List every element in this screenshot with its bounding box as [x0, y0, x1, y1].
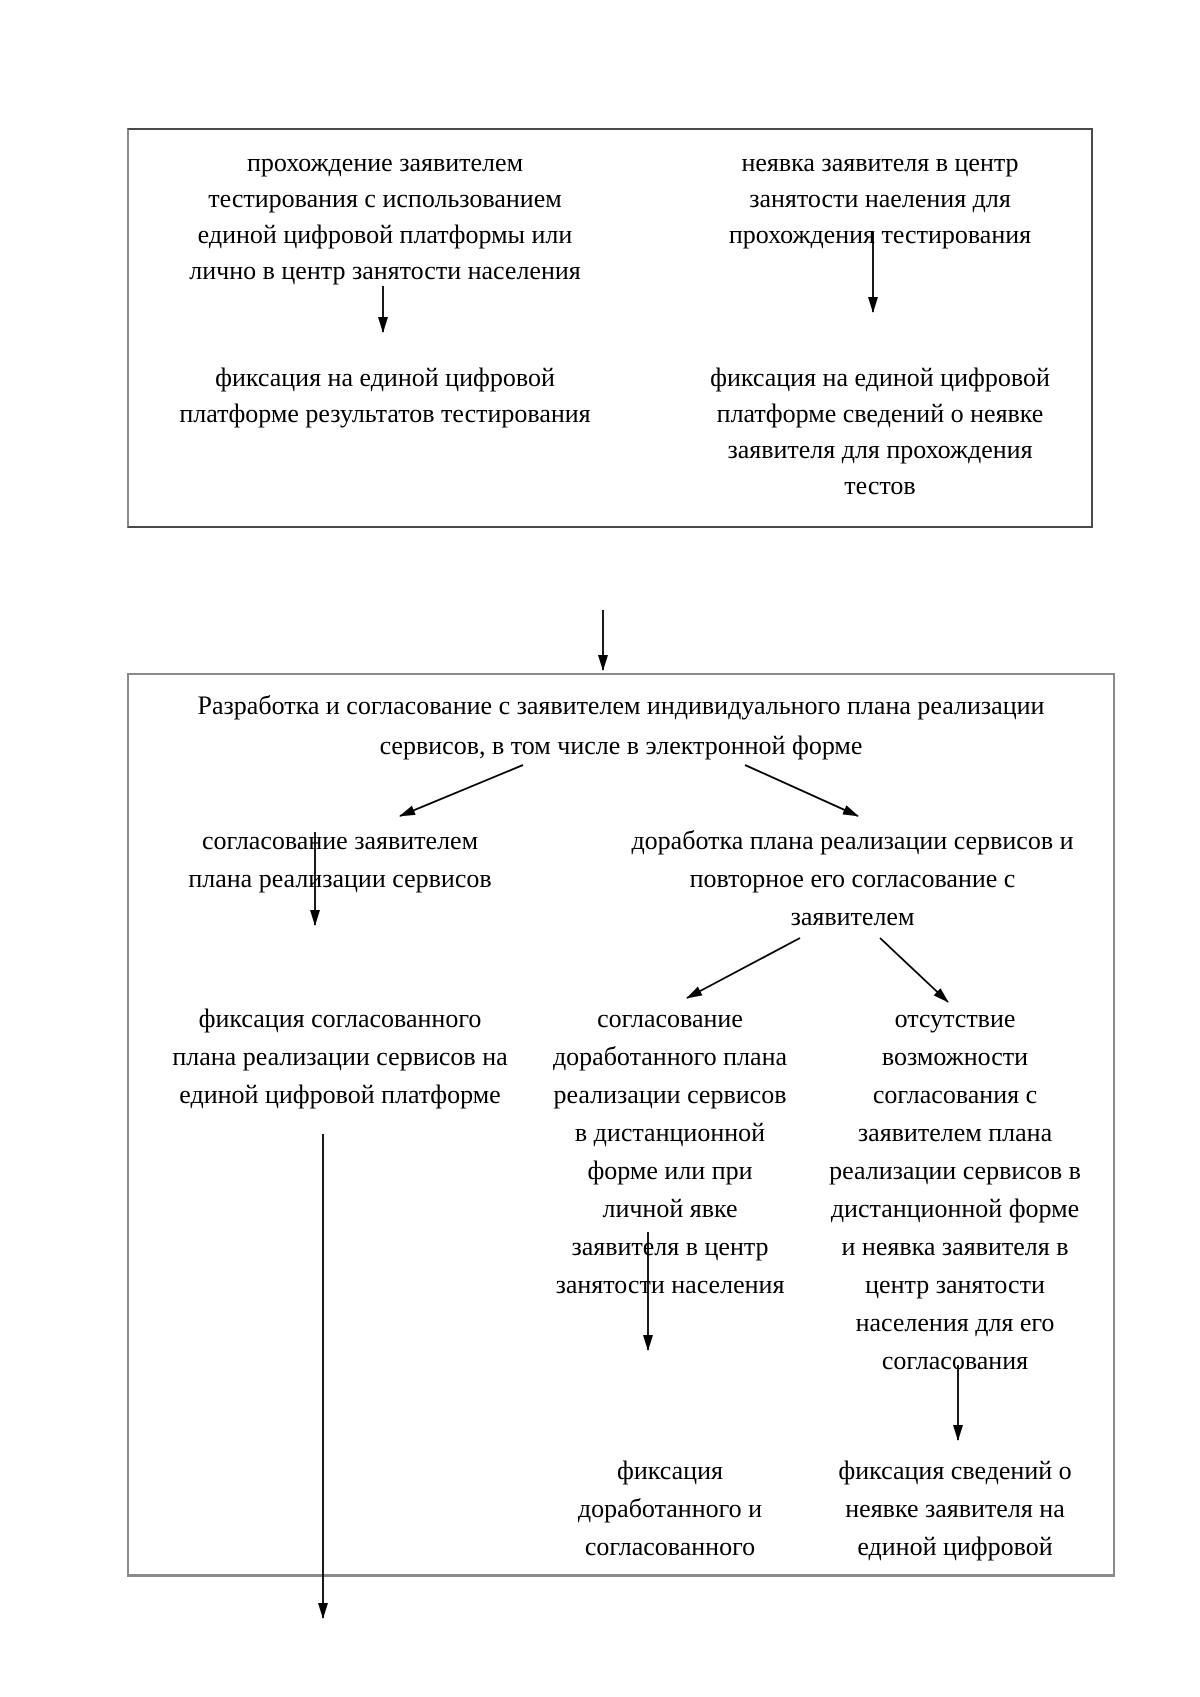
text-line: реализации сервисов: [553, 1080, 787, 1109]
stage-box-plan-development: [127, 673, 1115, 1577]
box1-left-bottom-text: фиксация на единой цифровой платформе рез…: [145, 360, 625, 432]
text-line: центр занятости: [865, 1270, 1045, 1299]
text-line: возможности: [881, 1042, 1029, 1071]
text-line: личной явке: [602, 1194, 738, 1223]
text-line: единой цифровой платформе: [179, 1080, 501, 1109]
text-line: согласование: [597, 1004, 743, 1033]
stage-box-testing: [127, 128, 1093, 528]
text-line: согласования: [881, 1346, 1029, 1375]
text-line: заявителем плана: [857, 1118, 1053, 1147]
text-line: фиксация согласованного: [198, 1004, 482, 1033]
text-line: населения для его: [855, 1308, 1055, 1337]
text-line: прохождение заявителем: [246, 148, 524, 177]
text-line: доработанного и: [577, 1494, 763, 1523]
box1-right-bottom-text: фиксация на единой цифровой платформе све…: [655, 360, 1105, 504]
text-line: согласования с: [872, 1080, 1038, 1109]
box2-row4-col2-text: фиксация доработанного и согласованного: [540, 1452, 800, 1566]
text-line: в дистанционной: [574, 1118, 766, 1147]
text-line: занятости населения: [555, 1270, 785, 1299]
text-line: занятости наеления для: [749, 184, 1011, 213]
box1-right-top-text: неявка заявителя в центр занятости наелен…: [655, 145, 1105, 253]
text-line: реализации сервисов в: [829, 1156, 1081, 1185]
text-line: неявке заявителя на: [845, 1494, 1065, 1523]
text-line: тестов: [844, 471, 916, 500]
box2-row3-col3-text: отсутствие возможности согласования с заяви…: [815, 1000, 1095, 1380]
text-line: единой цифровой: [857, 1532, 1053, 1561]
box2-row2-col1-text: согласование заявителем плана реализации …: [180, 822, 500, 898]
box2-row3-col1-text: фиксация согласованного плана реализации …: [155, 1000, 525, 1114]
text-line: плана реализации сервисов на: [172, 1042, 508, 1071]
text-line: фиксация сведений о: [838, 1456, 1072, 1485]
text-line: фиксация на единой цифровой: [215, 363, 555, 392]
text-line: лично в центр занятости населения: [189, 256, 581, 285]
text-line: заявителя для прохождения: [727, 435, 1033, 464]
box2-row2-col2-text: доработка плана реализации сервисов и пов…: [610, 822, 1095, 936]
text-line: согласование заявителем: [201, 826, 479, 855]
text-line: согласованного: [584, 1532, 756, 1561]
text-line: повторное его согласование с: [689, 864, 1016, 893]
text-line: фиксация: [617, 1456, 723, 1485]
text-line: Разработка и согласование с заявителем и…: [197, 691, 1045, 720]
text-line: прохождения тестирования: [728, 220, 1032, 249]
text-line: отсутствие: [894, 1004, 1016, 1033]
text-line: заявителя в центр: [571, 1232, 769, 1261]
text-line: неявка заявителя в центр: [741, 148, 1019, 177]
text-line: форме или при: [587, 1156, 753, 1185]
text-line: плана реализации сервисов: [188, 864, 492, 893]
box1-left-top-text: прохождение заявителем тестирования с исп…: [145, 145, 625, 289]
text-line: и неявка заявителя в: [841, 1232, 1069, 1261]
text-line: платформе сведений о неявке: [716, 399, 1044, 428]
text-line: фиксация на единой цифровой: [710, 363, 1050, 392]
text-line: сервисов, в том числе в электронной форм…: [379, 731, 863, 760]
text-line: заявителем: [790, 902, 915, 931]
text-line: дистанционной форме: [830, 1194, 1080, 1223]
text-line: доработанного плана: [552, 1042, 788, 1071]
box2-title-text: Разработка и согласование с заявителем и…: [132, 686, 1110, 766]
text-line: тестирования с использованием: [208, 184, 562, 213]
box2-row3-col2-text: согласование доработанного плана реализаци…: [540, 1000, 800, 1304]
text-line: единой цифровой платформы или: [197, 220, 573, 249]
box2-row4-col3-text: фиксация сведений о неявке заявителя на ед…: [815, 1452, 1095, 1566]
text-line: платформе результатов тестирования: [179, 399, 591, 428]
text-line: доработка плана реализации сервисов и: [631, 826, 1074, 855]
